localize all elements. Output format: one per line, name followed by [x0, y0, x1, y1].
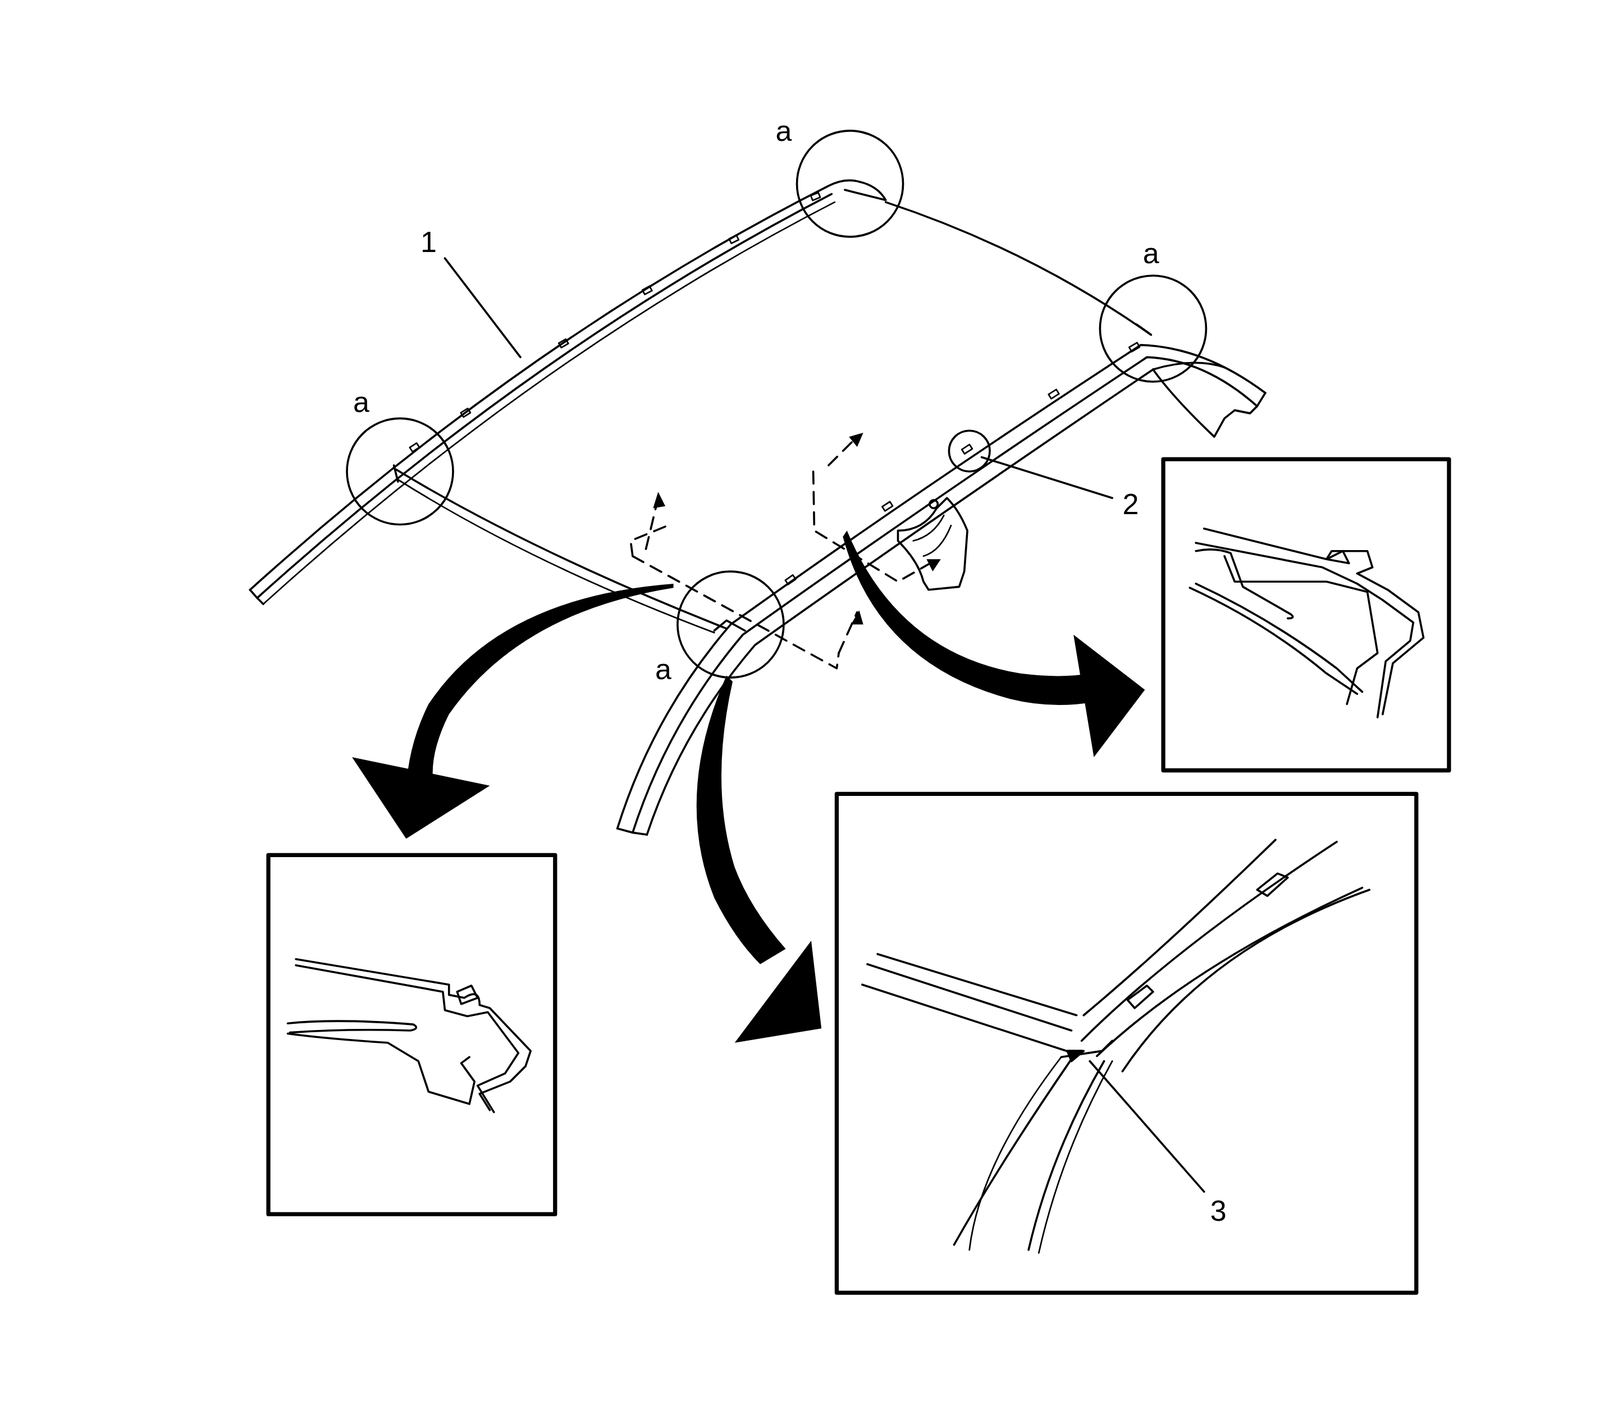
callout-number: 2: [1122, 489, 1139, 519]
detail-mark: a: [655, 654, 672, 684]
detail-mark: a: [775, 116, 792, 146]
callout-number: 3: [1210, 1196, 1227, 1226]
detail-mark: a: [1143, 238, 1160, 268]
callout-number: 1: [420, 227, 437, 257]
detail-mark: a: [353, 387, 370, 417]
